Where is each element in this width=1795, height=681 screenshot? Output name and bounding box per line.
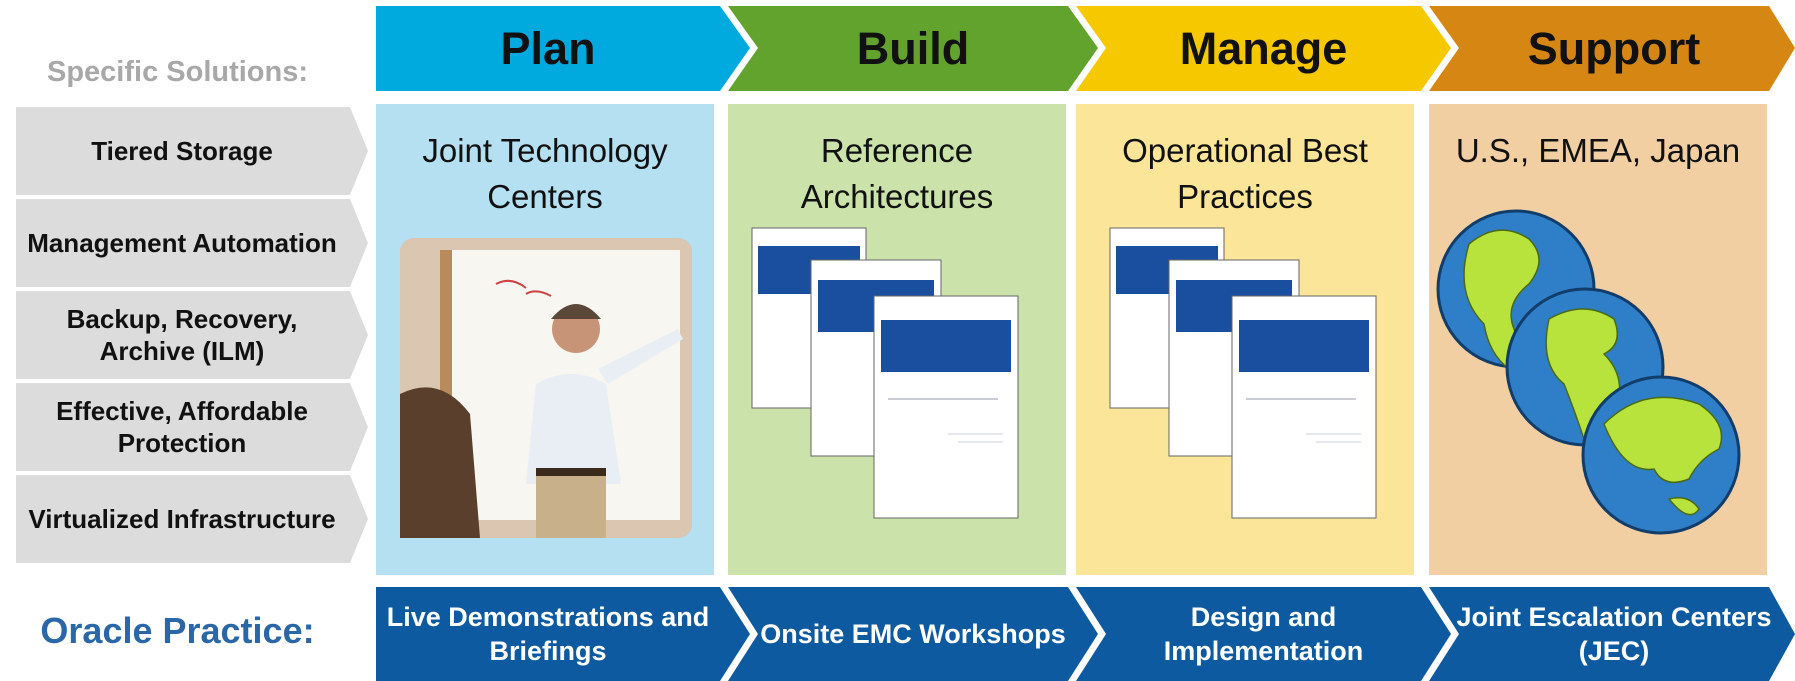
panel-support: U.S., EMEA, Japan (1429, 104, 1767, 575)
globe-asia-icon (1581, 375, 1741, 535)
panel-support-title: U.S., EMEA, Japan (1455, 132, 1741, 169)
solution-management-automation: Management Automation (16, 199, 368, 287)
phase-manage-chevron: Manage (1076, 6, 1451, 91)
document-3 (1231, 295, 1377, 519)
solution-effective-affordable-protection: Effective, Affordable Protection (16, 383, 368, 471)
practice-live-demonstrations: Live Demonstrations and Briefings (376, 587, 750, 681)
panel-build-title: Reference Architectures (800, 132, 994, 215)
phase-plan-chevron: Plan (376, 6, 750, 91)
best-practice-documents (1109, 227, 1377, 519)
globes (1436, 209, 1741, 535)
phase-support-chevron: Support (1429, 6, 1795, 91)
oracle-practice-label: Oracle Practice: (40, 610, 315, 651)
solution-tiered-storage: Tiered Storage (16, 107, 368, 195)
specific-solutions-label: Specific Solutions: (46, 56, 309, 88)
phase-build-chevron: Build (728, 6, 1098, 91)
presenter-photo (400, 238, 692, 538)
practice-onsite-workshops: Onsite EMC Workshops (728, 587, 1098, 681)
panel-plan-title: Joint Technology Centers (422, 132, 668, 215)
practice-joint-escalation: Joint Escalation Centers (JEC) (1429, 587, 1795, 681)
panel-manage: Operational Best Practices (1076, 104, 1414, 575)
panel-plan: Joint Technology Centers (376, 104, 714, 575)
panel-build: Reference Architectures (728, 104, 1066, 575)
panel-manage-title: Operational Best Practices (1122, 132, 1368, 215)
practice-design-implementation: Design and Implementation (1076, 587, 1451, 681)
solution-virtualized-infrastructure: Virtualized Infrastructure (16, 475, 368, 563)
reference-documents (751, 227, 1019, 519)
document-3 (873, 295, 1019, 519)
solution-backup-recovery-archive: Backup, Recovery, Archive (ILM) (16, 291, 368, 379)
